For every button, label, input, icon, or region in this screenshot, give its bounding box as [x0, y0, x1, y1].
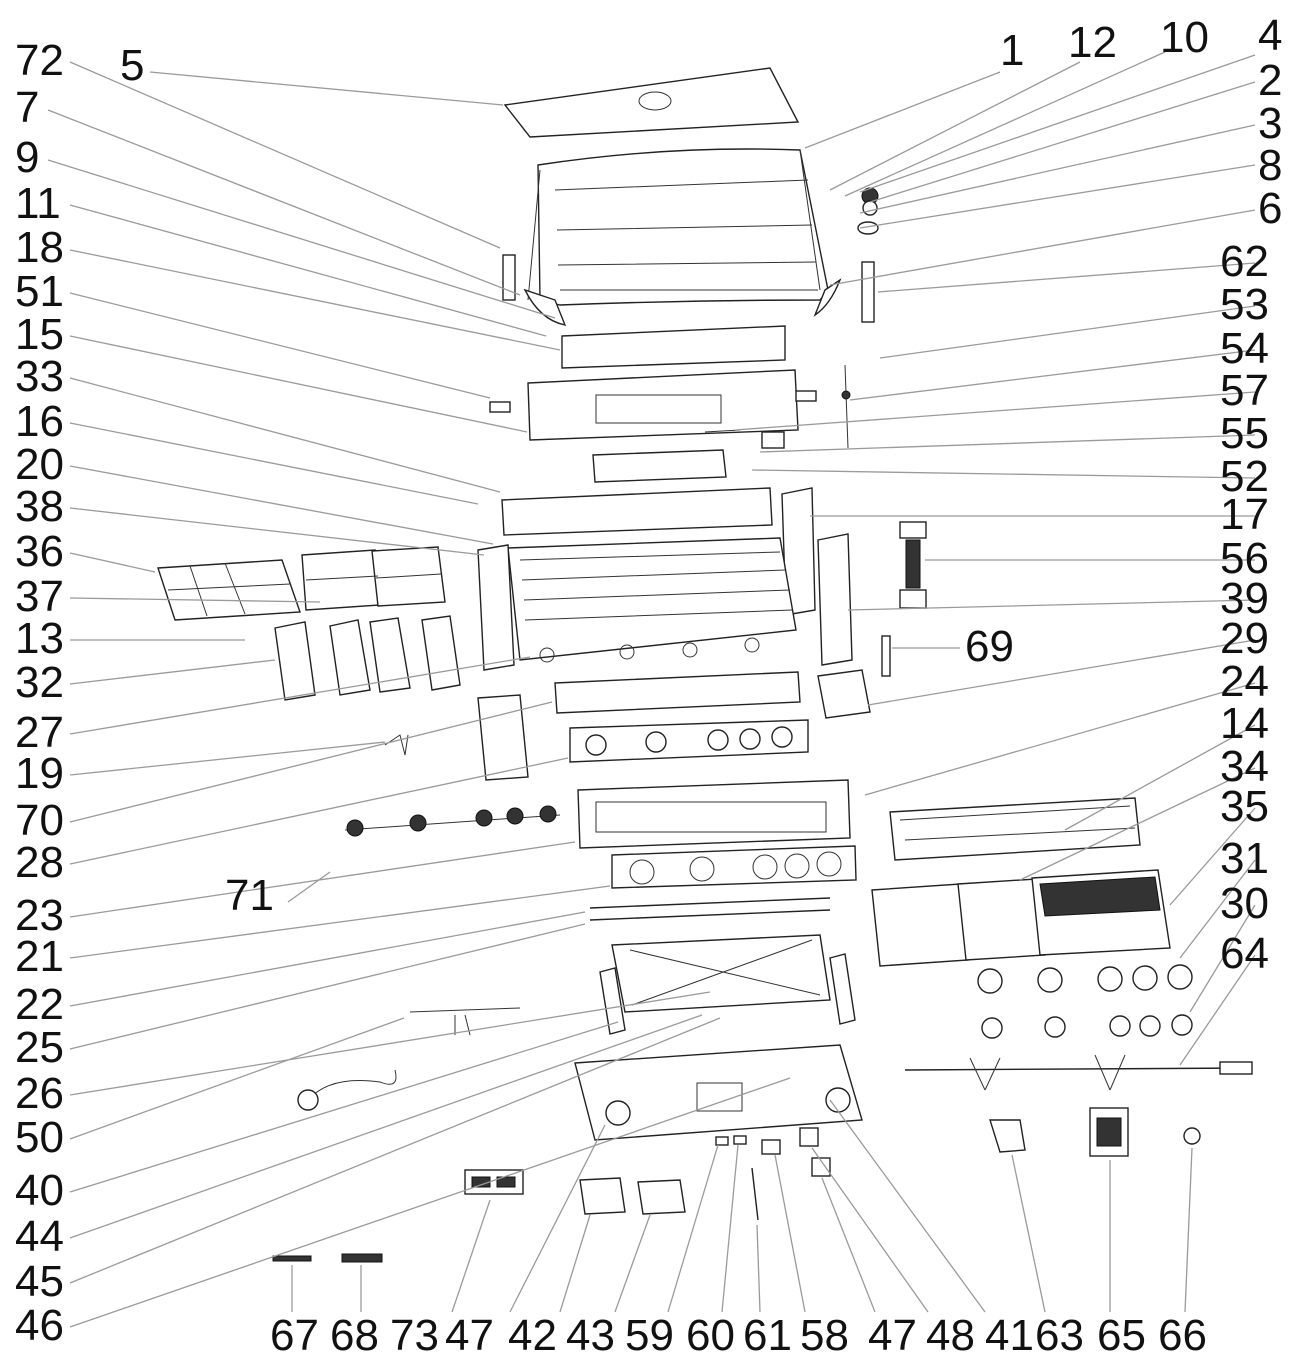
- label-27: 27: [15, 708, 64, 757]
- label-14: 14: [1220, 699, 1269, 748]
- label-29: 29: [1220, 614, 1269, 663]
- label-41: 41: [985, 1311, 1034, 1359]
- label-6: 6: [1258, 184, 1282, 233]
- label-39: 39: [1220, 574, 1269, 623]
- label-17: 17: [1220, 490, 1269, 539]
- label-16: 16: [15, 397, 64, 446]
- label-65: 65: [1097, 1311, 1146, 1359]
- label-13: 13: [15, 614, 64, 663]
- label-46: 46: [15, 1301, 64, 1350]
- left-labels: 72 5 7 9 11 18 51 15 33 16 20 38 36 37 1…: [15, 36, 274, 1350]
- label-72: 72: [15, 36, 64, 85]
- label-47-a: 47: [445, 1311, 494, 1359]
- label-8: 8: [1258, 141, 1282, 190]
- label-71: 71: [225, 871, 274, 920]
- label-52: 52: [1220, 452, 1269, 501]
- label-54: 54: [1220, 324, 1269, 373]
- label-12: 12: [1068, 18, 1117, 67]
- part-5-plate: [503, 67, 800, 138]
- right-labels: 1 12 10 4 2 3 8 6 62 53 54 57 55 52 17 5…: [965, 11, 1282, 978]
- label-55: 55: [1220, 409, 1269, 458]
- label-35: 35: [1220, 782, 1269, 831]
- label-21: 21: [15, 932, 64, 981]
- label-31: 31: [1220, 834, 1269, 883]
- label-43: 43: [566, 1311, 615, 1359]
- label-10: 10: [1160, 13, 1209, 62]
- label-70: 70: [15, 796, 64, 845]
- label-7: 7: [15, 83, 39, 132]
- part-1-hood: [537, 148, 829, 306]
- label-51: 51: [15, 267, 64, 316]
- label-37: 37: [15, 572, 64, 621]
- label-11: 11: [15, 179, 61, 228]
- label-58: 58: [800, 1311, 849, 1359]
- label-9: 9: [15, 133, 39, 182]
- label-42: 42: [508, 1311, 557, 1359]
- label-53: 53: [1220, 280, 1269, 329]
- leader-lines: [47, 51, 1256, 1328]
- label-45: 45: [15, 1257, 64, 1306]
- label-64: 64: [1220, 929, 1269, 978]
- label-60: 60: [686, 1311, 735, 1359]
- label-59: 59: [625, 1311, 674, 1359]
- label-69: 69: [965, 622, 1014, 671]
- bottom-labels: 67 68 73 47 42 43 59 60 61 58 47 48 41 6…: [270, 1311, 1207, 1359]
- label-66: 66: [1158, 1311, 1207, 1359]
- label-23: 23: [15, 891, 64, 940]
- label-40: 40: [15, 1166, 64, 1215]
- label-44: 44: [15, 1212, 64, 1261]
- label-34: 34: [1220, 742, 1269, 791]
- label-3: 3: [1258, 99, 1282, 148]
- label-1: 1: [1000, 26, 1024, 75]
- label-63: 63: [1035, 1311, 1084, 1359]
- label-25: 25: [15, 1023, 64, 1072]
- label-19: 19: [15, 749, 64, 798]
- label-18: 18: [15, 223, 64, 272]
- label-32: 32: [15, 658, 64, 707]
- label-5: 5: [120, 41, 144, 90]
- label-24: 24: [1220, 657, 1269, 706]
- label-38: 38: [15, 482, 64, 531]
- label-50: 50: [15, 1113, 64, 1162]
- label-61: 61: [743, 1311, 792, 1359]
- label-62: 62: [1220, 237, 1269, 286]
- label-73: 73: [390, 1311, 439, 1359]
- label-28: 28: [15, 838, 64, 887]
- label-4: 4: [1258, 11, 1282, 60]
- label-56: 56: [1220, 534, 1269, 583]
- label-15: 15: [15, 310, 64, 359]
- label-22: 22: [15, 980, 64, 1029]
- label-47-b: 47: [868, 1311, 917, 1359]
- label-30: 30: [1220, 879, 1269, 928]
- label-33: 33: [15, 352, 64, 401]
- label-68: 68: [330, 1311, 379, 1359]
- parts-drawing: [157, 67, 1253, 1263]
- label-20: 20: [15, 440, 64, 489]
- label-67: 67: [270, 1311, 319, 1359]
- label-2: 2: [1258, 56, 1282, 105]
- label-48: 48: [926, 1311, 975, 1359]
- label-36: 36: [15, 527, 64, 576]
- label-26: 26: [15, 1069, 64, 1118]
- label-57: 57: [1220, 366, 1269, 415]
